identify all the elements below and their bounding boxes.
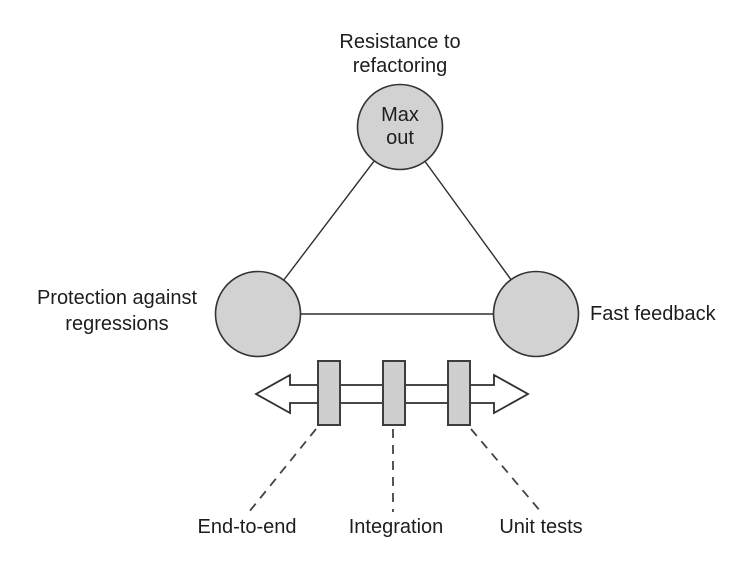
dashed-connector-end-to-end <box>248 428 317 513</box>
node-circle-resistance <box>356 83 444 171</box>
scale-label-end-to-end: End-to-end <box>197 516 297 538</box>
node-badge-max-out: Max out <box>381 104 419 149</box>
node-circle-fast-feedback <box>492 270 580 358</box>
scale-label-integration: Integration <box>348 516 444 538</box>
node-circle-protection <box>214 270 302 358</box>
scale-label-unit-tests: Unit tests <box>499 516 583 538</box>
dashed-connector-unit-tests <box>470 428 542 513</box>
slider-marker-end-to-end <box>317 360 341 426</box>
node-label-resistance-to-refactoring: Resistance to refactoring <box>339 31 461 77</box>
node-label-fast-feedback: Fast feedback <box>590 303 716 325</box>
slider-marker-integration <box>382 360 406 426</box>
slider-marker-unit-tests <box>447 360 471 426</box>
node-label-protection-against-regressions: Protection against regressions <box>36 287 198 335</box>
